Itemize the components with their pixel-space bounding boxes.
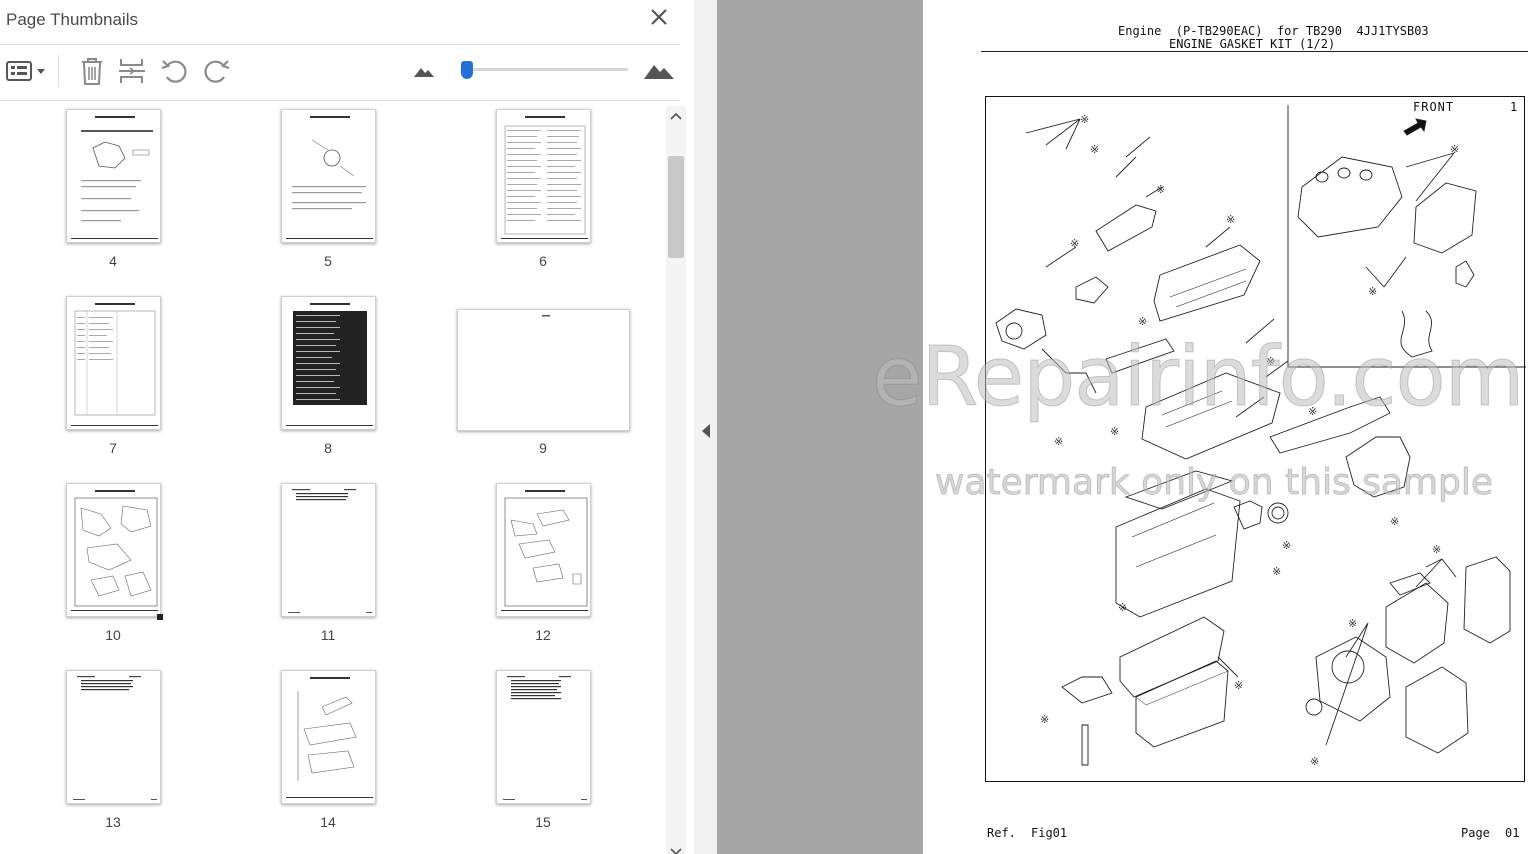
svg-text:※: ※ bbox=[1282, 539, 1291, 552]
thumbnail-scrollbar[interactable] bbox=[666, 106, 686, 854]
thumbnail-content bbox=[71, 490, 158, 611]
svg-text:※: ※ bbox=[1368, 285, 1377, 298]
thumbnail-size-slider[interactable] bbox=[462, 68, 628, 71]
thumbnail-content bbox=[286, 303, 373, 426]
svg-text:※: ※ bbox=[1090, 143, 1099, 156]
svg-text:※: ※ bbox=[1070, 237, 1079, 250]
scroll-up-icon[interactable] bbox=[669, 110, 683, 124]
delete-page-icon[interactable] bbox=[76, 55, 108, 87]
svg-text:※: ※ bbox=[1156, 183, 1165, 196]
parts-diagram: ※※※ ※※※ ※※※ ※※※ ※※※ ※※※ ※※※ bbox=[985, 96, 1526, 782]
rotate-counterclockwise-icon[interactable] bbox=[159, 55, 191, 87]
thumbnail-image bbox=[281, 109, 376, 243]
panel-header: Page Thumbnails bbox=[0, 0, 680, 44]
thumbnail-label: 11 bbox=[320, 627, 336, 643]
exploded-view-drawing: ※※※ ※※※ ※※※ ※※※ ※※※ ※※※ ※※※ bbox=[995, 105, 1526, 768]
thumbnail-content bbox=[542, 315, 550, 317]
svg-text:※: ※ bbox=[1226, 213, 1235, 226]
thumbnail-image bbox=[66, 483, 161, 617]
collapse-panel-icon[interactable] bbox=[702, 424, 710, 438]
page-resize-handle[interactable] bbox=[157, 614, 163, 620]
svg-text:※: ※ bbox=[1266, 355, 1275, 368]
thumbnail-content bbox=[501, 490, 588, 611]
panel-title: Page Thumbnails bbox=[6, 10, 138, 29]
thumbnail-content bbox=[503, 676, 587, 800]
thumbnail-content bbox=[71, 303, 158, 426]
svg-text:※: ※ bbox=[1110, 425, 1119, 438]
zoom-in-thumbnails-icon[interactable] bbox=[643, 57, 675, 83]
thumbnail-label: 9 bbox=[539, 440, 547, 456]
page-thumbnails-panel: Page Thumbnails bbox=[0, 0, 694, 854]
callout-number: 1 bbox=[1510, 100, 1518, 114]
panel-splitter[interactable] bbox=[694, 0, 717, 854]
footer-fig-value: Fig01 bbox=[1031, 826, 1068, 840]
thumbnail-image bbox=[496, 483, 591, 617]
zoom-out-thumbnails-icon[interactable] bbox=[412, 61, 436, 81]
toolbar-separator bbox=[58, 55, 59, 87]
thumbnail-content bbox=[71, 116, 158, 239]
thumbnail-label: 5 bbox=[324, 253, 332, 269]
svg-text:※: ※ bbox=[1390, 515, 1399, 528]
thumbnail-image bbox=[281, 483, 376, 617]
svg-text:※: ※ bbox=[1308, 405, 1317, 418]
svg-text:※: ※ bbox=[1348, 617, 1357, 630]
thumbnail-grid: 4 5 bbox=[0, 101, 666, 854]
thumbnail-label: 7 bbox=[109, 440, 117, 456]
watermark-text: eRepairinfo.com bbox=[872, 330, 1526, 426]
thumbnail-image bbox=[496, 109, 591, 243]
toolbar-divider bbox=[0, 100, 680, 101]
thumbnail-image bbox=[281, 296, 376, 430]
thumbnail-content bbox=[286, 116, 373, 239]
footer-ref-label: Ref. bbox=[987, 826, 1016, 840]
svg-text:※: ※ bbox=[1310, 755, 1319, 768]
svg-text:※: ※ bbox=[1432, 543, 1441, 556]
svg-text:※: ※ bbox=[1234, 679, 1243, 692]
thumbnail-label: 13 bbox=[105, 814, 121, 830]
footer-page-number: 01 bbox=[1505, 826, 1520, 840]
asterisk-marks: ※※※ ※※※ ※※※ ※※※ ※※※ ※※※ ※※※ bbox=[1040, 113, 1459, 768]
front-label: FRONT bbox=[1413, 100, 1455, 114]
title-divider bbox=[981, 51, 1528, 52]
thumbnail-image bbox=[281, 670, 376, 804]
svg-text:※: ※ bbox=[1272, 565, 1281, 578]
svg-text:※: ※ bbox=[1118, 601, 1127, 614]
thumbnail-image bbox=[66, 296, 161, 430]
svg-text:※: ※ bbox=[1080, 113, 1089, 126]
svg-text:※: ※ bbox=[1054, 435, 1063, 448]
thumbnail-content bbox=[288, 489, 372, 613]
thumbnail-content bbox=[286, 677, 373, 798]
svg-text:※: ※ bbox=[1450, 143, 1459, 156]
document-page: Engine (P-TB290EAC) for TB290 4JJ1TYSB03… bbox=[923, 0, 1528, 854]
thumbnail-label: 8 bbox=[324, 440, 332, 456]
thumbnail-options-icon[interactable] bbox=[4, 55, 48, 87]
thumbnail-content bbox=[73, 676, 157, 800]
thumbnail-image bbox=[496, 670, 591, 804]
thumbnail-size-handle[interactable] bbox=[461, 61, 473, 79]
scrollbar-thumb[interactable] bbox=[668, 156, 684, 258]
thumbnail-label: 15 bbox=[535, 814, 551, 830]
document-viewer[interactable]: Engine (P-TB290EAC) for TB290 4JJ1TYSB03… bbox=[717, 0, 1528, 854]
page-title-line1: Engine (P-TB290EAC) for TB290 4JJ1TYSB03 bbox=[1118, 24, 1429, 38]
watermark-subtext: watermark only on this sample bbox=[934, 462, 1494, 504]
footer-page-label: Page bbox=[1461, 826, 1490, 840]
svg-text:※: ※ bbox=[1040, 713, 1049, 726]
thumbnail-toolbar bbox=[0, 45, 680, 100]
thumbnail-label: 10 bbox=[105, 627, 121, 643]
insert-page-icon[interactable] bbox=[116, 55, 148, 87]
thumbnail-image bbox=[66, 109, 161, 243]
thumbnail-label: 4 bbox=[109, 253, 117, 269]
svg-text:※: ※ bbox=[1138, 315, 1147, 328]
thumbnail-image bbox=[66, 670, 161, 804]
close-icon[interactable] bbox=[648, 6, 670, 28]
header-divider bbox=[0, 44, 680, 45]
thumbnail-label: 12 bbox=[535, 627, 551, 643]
page-title-line2: ENGINE GASKET KIT (1/2) bbox=[1169, 37, 1336, 51]
scroll-down-icon[interactable] bbox=[669, 844, 683, 854]
thumbnail-image bbox=[457, 309, 630, 431]
thumbnail-content bbox=[501, 116, 588, 239]
thumbnail-label: 14 bbox=[320, 814, 336, 830]
rotate-clockwise-icon[interactable] bbox=[200, 55, 232, 87]
thumbnail-label: 6 bbox=[539, 253, 547, 269]
